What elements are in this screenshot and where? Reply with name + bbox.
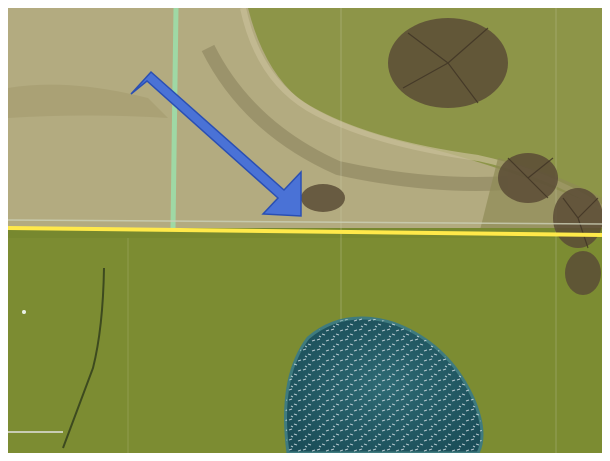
tree-branches bbox=[402, 27, 599, 249]
green-boundary-line bbox=[170, 8, 179, 229]
yellow-boundary-line[interactable] bbox=[8, 226, 602, 237]
erosion-strip bbox=[201, 44, 509, 191]
pond-reflections bbox=[285, 318, 482, 453]
small-marker bbox=[22, 310, 26, 314]
dry-field-texture bbox=[8, 84, 168, 118]
aerial-map[interactable] bbox=[8, 8, 602, 453]
annotation-arrow[interactable] bbox=[130, 70, 302, 217]
fence-line bbox=[8, 219, 602, 225]
arrow-down-right-icon[interactable] bbox=[130, 70, 302, 217]
dark-line-left bbox=[62, 267, 105, 449]
aerial-map-canvas bbox=[8, 8, 602, 453]
